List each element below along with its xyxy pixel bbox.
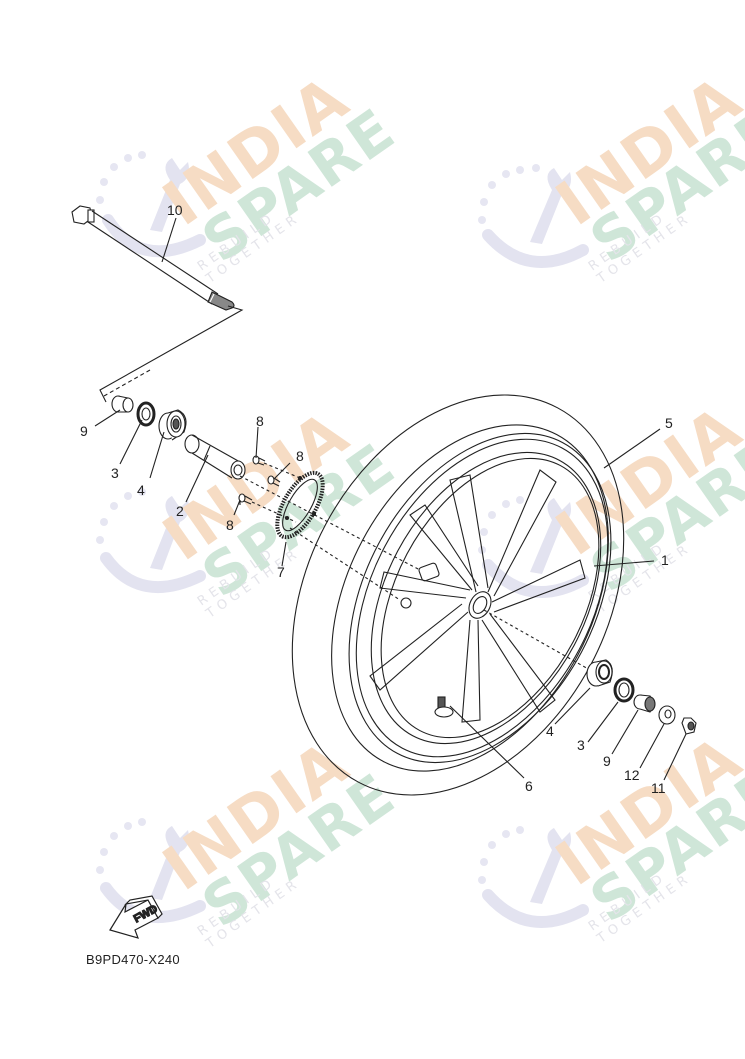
callout-9-right: 9 bbox=[603, 753, 611, 769]
washer-part-12 bbox=[658, 705, 676, 725]
screw-part-8 bbox=[238, 455, 281, 505]
callout-8-top: 8 bbox=[256, 413, 264, 429]
callout-5: 5 bbox=[665, 415, 673, 431]
callout-4-left: 4 bbox=[137, 482, 145, 498]
callout-2: 2 bbox=[176, 503, 184, 519]
tire-part-5 bbox=[291, 394, 625, 796]
callout-8-bottom: 8 bbox=[226, 517, 234, 533]
axle-part-10 bbox=[71, 205, 235, 311]
callout-6: 6 bbox=[525, 778, 533, 794]
callout-12: 12 bbox=[624, 767, 640, 783]
sensor-rotor-part-7 bbox=[275, 470, 325, 540]
collar-part-9-right bbox=[633, 694, 656, 713]
oil-seal-part-3-right bbox=[613, 677, 635, 703]
drawing-code: B9PD470-X240 bbox=[86, 952, 180, 967]
callout-7: 7 bbox=[277, 564, 285, 580]
cast-wheel-part-1 bbox=[348, 432, 612, 764]
callout-4-right: 4 bbox=[546, 723, 554, 739]
spacer-part-2 bbox=[184, 434, 246, 480]
oil-seal-part-3-left bbox=[136, 401, 156, 427]
nut-part-11 bbox=[681, 717, 697, 735]
callout-11: 11 bbox=[651, 780, 666, 796]
bearing-part-4-right bbox=[586, 659, 613, 687]
callout-8-middle: 8 bbox=[296, 448, 304, 464]
valve-part-6 bbox=[434, 696, 454, 718]
callout-1: 1 bbox=[661, 552, 669, 568]
callout-9-left: 9 bbox=[80, 423, 88, 439]
callout-3-left: 3 bbox=[111, 465, 119, 481]
callout-10: 10 bbox=[167, 202, 183, 218]
callout-3-right: 3 bbox=[577, 737, 585, 753]
forward-direction-arrow-icon: FWD bbox=[109, 895, 163, 939]
collar-part-9-left bbox=[111, 395, 134, 413]
